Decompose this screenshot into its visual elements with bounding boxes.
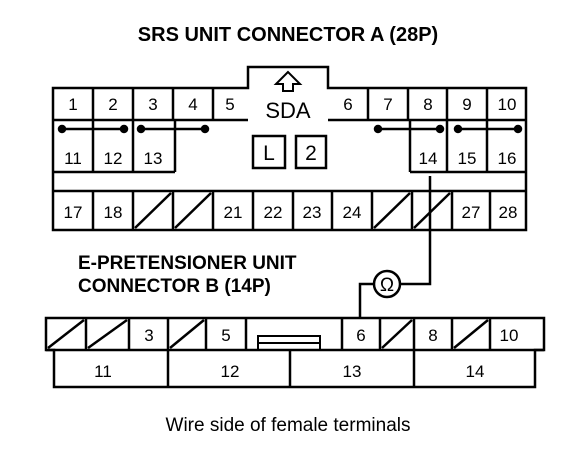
connector-a [51,65,528,232]
pin-b-11: 11 [94,362,112,381]
pin-a-15: 15 [458,149,477,168]
pin-a-9: 9 [462,95,471,114]
shorting-bar-9-10 [453,124,523,134]
up-arrow-icon [273,70,303,92]
pin-b-6: 6 [356,326,365,345]
pin-a-8: 8 [423,95,432,114]
pin-a-17: 17 [64,203,83,222]
key-box-2 [294,134,328,170]
key-box-l [251,134,287,170]
pin-b-5: 5 [221,326,230,345]
ohm-symbol: Ω [380,275,394,296]
pin-a-10: 10 [498,95,517,114]
pin-a-13: 13 [144,149,163,168]
pin-a-21: 21 [224,203,243,222]
pin-a-4: 4 [188,95,197,114]
connector-a-title: SRS UNIT CONNECTOR A (28P) [137,24,439,46]
pin-b-12: 12 [221,362,240,381]
pin-a-24: 24 [343,203,362,222]
pin-b-14: 14 [466,362,485,381]
pin-b-8: 8 [428,326,437,345]
pin-a-23: 23 [303,203,322,222]
pin-a-6: 6 [343,95,352,114]
pin-a-18: 18 [104,203,123,222]
pin-a-3: 3 [148,95,157,114]
shorting-bar-1-2 [57,124,129,134]
pin-a-2: 2 [108,95,117,114]
connector-b-title-line2: CONNECTOR B (14P) [78,276,271,297]
pin-a-14: 14 [419,149,438,168]
connector-b-title-line1: E-PRETENSIONER UNIT [78,253,297,274]
pin-a-12: 12 [104,149,123,168]
connector-a-body [51,65,528,232]
pin-a-22: 22 [264,203,283,222]
key-label-2: 2 [305,142,317,165]
pin-b-10: 10 [500,326,519,345]
pin-b-13: 13 [343,362,362,381]
key-label-l: L [263,142,275,165]
pin-a-16: 16 [498,149,517,168]
pin-a-28: 28 [499,203,518,222]
diagram-caption: Wire side of female terminals [165,415,411,436]
pin-a-11: 11 [64,149,82,168]
ohmmeter-probe-wiring [358,176,432,318]
pin-a-1: 1 [68,95,77,114]
pin-a-7: 7 [383,95,392,114]
shorting-bar-3-4 [136,124,210,134]
ohmmeter-icon [372,269,402,299]
shorting-bar-7-8 [373,124,445,134]
pin-b-3: 3 [144,326,153,345]
pin-a-5: 5 [225,95,234,114]
connector-b [44,316,546,389]
lock-label: SDA [265,98,311,123]
pin-a-27: 27 [462,203,481,222]
